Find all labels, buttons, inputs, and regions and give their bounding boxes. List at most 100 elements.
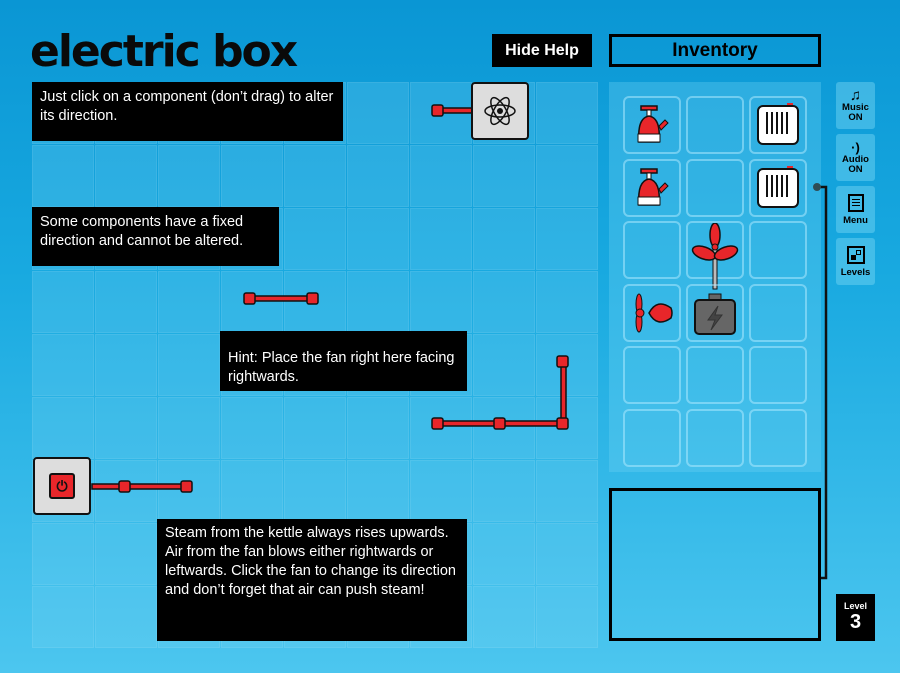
level-label: Level bbox=[843, 601, 867, 611]
board-cell[interactable] bbox=[536, 145, 598, 207]
board-cell[interactable] bbox=[95, 145, 157, 207]
board-cell[interactable] bbox=[32, 145, 94, 207]
hide-help-button[interactable]: Hide Help bbox=[492, 34, 592, 67]
heater-icon bbox=[757, 103, 799, 145]
inventory-slot-empty[interactable] bbox=[749, 346, 807, 404]
board-cell[interactable] bbox=[221, 460, 283, 522]
board-cell[interactable] bbox=[473, 271, 535, 333]
inventory-slot-empty[interactable] bbox=[749, 221, 807, 279]
board-cell[interactable] bbox=[158, 334, 220, 396]
inventory-slot-kettle[interactable] bbox=[623, 96, 681, 154]
kettle-icon bbox=[637, 167, 669, 206]
inventory-panel bbox=[609, 82, 821, 472]
board-cell[interactable] bbox=[410, 460, 472, 522]
board-cell[interactable] bbox=[473, 334, 535, 396]
board-cell[interactable] bbox=[347, 145, 409, 207]
inventory-slot-empty[interactable] bbox=[623, 408, 681, 467]
inventory-slot-empty[interactable] bbox=[623, 346, 681, 404]
levels-button[interactable]: Levels bbox=[836, 238, 875, 285]
board-cell[interactable] bbox=[473, 460, 535, 522]
wire-node bbox=[306, 292, 319, 305]
board-cell[interactable] bbox=[410, 145, 472, 207]
board-cell[interactable] bbox=[95, 271, 157, 333]
inventory-slot-empty[interactable] bbox=[623, 221, 681, 279]
heater-icon bbox=[757, 165, 799, 208]
level-number: 3 bbox=[849, 611, 862, 633]
inventory-slot-empty[interactable] bbox=[686, 158, 744, 217]
board-cell[interactable] bbox=[473, 208, 535, 270]
board-cell[interactable] bbox=[536, 82, 598, 144]
inventory-slot-fan-on-stand[interactable] bbox=[686, 221, 744, 290]
board-cell[interactable] bbox=[347, 82, 409, 144]
wire-node bbox=[493, 417, 506, 430]
menu-label: Menu bbox=[843, 214, 868, 226]
inventory-slot-empty[interactable] bbox=[686, 408, 744, 467]
board-cell[interactable] bbox=[473, 523, 535, 585]
music-state: ON bbox=[848, 112, 863, 123]
menu-icon bbox=[847, 193, 864, 212]
board-cell[interactable] bbox=[158, 271, 220, 333]
fan-icon bbox=[635, 293, 673, 332]
board-cell[interactable] bbox=[284, 460, 346, 522]
board-cell[interactable] bbox=[347, 460, 409, 522]
board-cell[interactable] bbox=[158, 397, 220, 459]
board-cell[interactable] bbox=[410, 208, 472, 270]
fan-standing-icon bbox=[691, 223, 739, 290]
board-cell[interactable] bbox=[536, 271, 598, 333]
board-cell[interactable] bbox=[347, 397, 409, 459]
board-cell[interactable] bbox=[32, 397, 94, 459]
music-note-icon: ♫ bbox=[849, 87, 862, 104]
board-cell[interactable] bbox=[284, 397, 346, 459]
atom-component[interactable] bbox=[471, 82, 529, 140]
wire bbox=[248, 295, 314, 302]
wire bbox=[560, 361, 567, 425]
board-cell[interactable] bbox=[473, 145, 535, 207]
levels-icon bbox=[846, 245, 865, 264]
power-button-icon: ⏻ bbox=[49, 473, 75, 499]
board-cell[interactable] bbox=[32, 523, 94, 585]
audio-state: ON bbox=[848, 163, 863, 175]
inventory-slot-kettle[interactable] bbox=[623, 158, 681, 217]
board-cell[interactable] bbox=[32, 271, 94, 333]
board-cell[interactable] bbox=[536, 460, 598, 522]
wire-node bbox=[556, 417, 569, 430]
board-cell[interactable] bbox=[536, 334, 598, 396]
inventory-holder[interactable] bbox=[609, 488, 821, 641]
board-cell[interactable] bbox=[536, 208, 598, 270]
board-cell[interactable] bbox=[536, 523, 598, 585]
board-cell[interactable] bbox=[284, 208, 346, 270]
board-cell[interactable] bbox=[536, 586, 598, 648]
wire-node bbox=[180, 480, 193, 493]
board-cell[interactable] bbox=[32, 334, 94, 396]
inventory-slot-power-base[interactable] bbox=[686, 283, 744, 342]
board-cell[interactable] bbox=[347, 208, 409, 270]
help-tip-steam: Steam from the kettle always rises upwar… bbox=[157, 519, 467, 641]
inventory-slot-empty[interactable] bbox=[749, 283, 807, 342]
wire bbox=[91, 483, 188, 490]
inventory-slot-empty[interactable] bbox=[749, 408, 807, 467]
board-cell[interactable] bbox=[158, 145, 220, 207]
inventory-slot-empty[interactable] bbox=[686, 96, 744, 154]
inventory-slot-heater[interactable] bbox=[749, 96, 807, 154]
power-source-component[interactable]: ⏻ bbox=[33, 457, 91, 515]
menu-button[interactable]: Menu bbox=[836, 186, 875, 233]
inventory-slot-empty[interactable] bbox=[686, 346, 744, 404]
board-cell[interactable] bbox=[284, 145, 346, 207]
board-cell[interactable] bbox=[95, 397, 157, 459]
board-cell[interactable] bbox=[95, 586, 157, 648]
wire-node bbox=[431, 417, 444, 430]
board-cell[interactable] bbox=[473, 586, 535, 648]
board-cell[interactable] bbox=[95, 523, 157, 585]
board-cell[interactable] bbox=[32, 586, 94, 648]
inventory-slot-fan[interactable] bbox=[623, 283, 681, 342]
inventory-slot-heater[interactable] bbox=[749, 158, 807, 217]
board-cell[interactable] bbox=[95, 334, 157, 396]
board-cell[interactable] bbox=[221, 145, 283, 207]
help-tip-fixed: Some components have a fixed direction a… bbox=[32, 207, 279, 266]
board-cell[interactable] bbox=[221, 397, 283, 459]
atom-icon bbox=[484, 96, 516, 126]
